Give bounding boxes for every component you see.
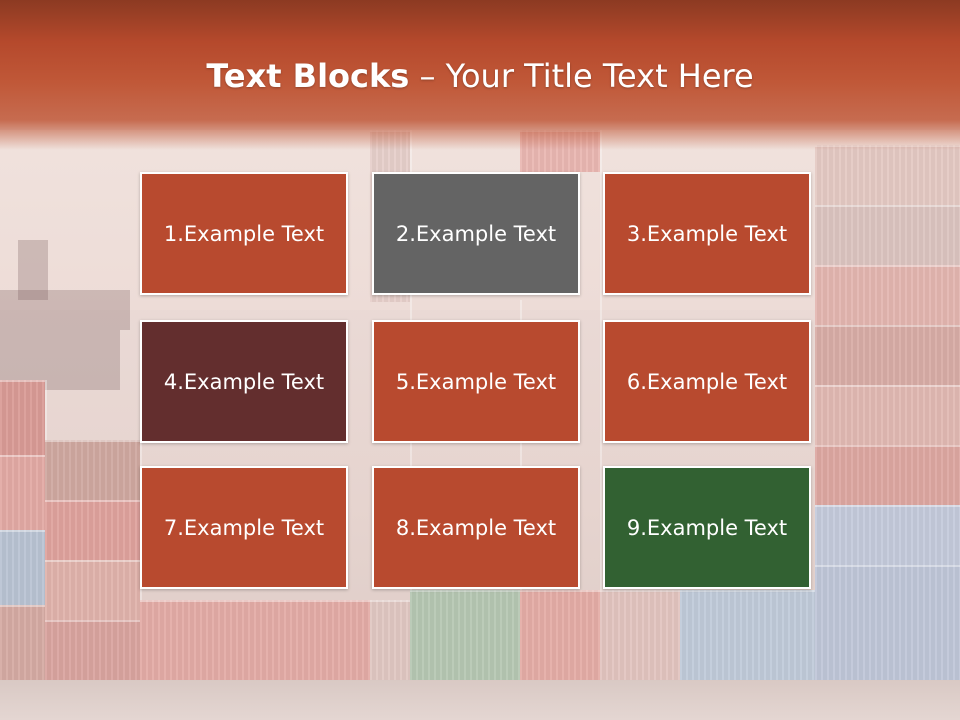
text-block-label: 7.Example Text xyxy=(163,515,325,540)
container xyxy=(600,590,680,682)
text-block-1[interactable]: 1.Example Text xyxy=(140,172,348,295)
container-stack xyxy=(140,600,372,682)
text-block-label: 8.Example Text xyxy=(395,515,557,540)
background-ground xyxy=(0,680,960,720)
container xyxy=(45,440,140,502)
container xyxy=(815,385,960,447)
container xyxy=(815,565,960,682)
container xyxy=(45,500,140,562)
container-stack xyxy=(680,590,817,682)
text-block-label: 1.Example Text xyxy=(163,221,325,246)
slide-title[interactable]: Text Blocks – Your Title Text Here xyxy=(0,52,960,100)
container-stack xyxy=(600,590,682,682)
container-stack xyxy=(815,145,960,682)
text-block-label: 5.Example Text xyxy=(395,369,557,394)
header-band xyxy=(0,0,960,150)
title-rest: Your Title Text Here xyxy=(445,57,754,95)
text-block-5[interactable]: 5.Example Text xyxy=(372,320,580,443)
container xyxy=(370,600,410,682)
crane-shape xyxy=(18,240,48,300)
text-block-2[interactable]: 2.Example Text xyxy=(372,172,580,295)
container xyxy=(0,605,45,682)
text-block-label: 6.Example Text xyxy=(626,369,788,394)
container xyxy=(140,600,370,682)
title-separator: – xyxy=(409,57,446,95)
container xyxy=(815,325,960,387)
crane-shape xyxy=(0,290,130,330)
text-block-9[interactable]: 9.Example Text xyxy=(603,466,811,589)
container xyxy=(0,380,45,457)
container-stack xyxy=(45,440,142,682)
text-block-label: 2.Example Text xyxy=(395,221,557,246)
container xyxy=(815,445,960,507)
text-block-7[interactable]: 7.Example Text xyxy=(140,466,348,589)
text-block-6[interactable]: 6.Example Text xyxy=(603,320,811,443)
container xyxy=(0,455,45,532)
container xyxy=(680,590,815,682)
container xyxy=(520,590,600,682)
container xyxy=(45,560,140,622)
text-block-8[interactable]: 8.Example Text xyxy=(372,466,580,589)
text-block-3[interactable]: 3.Example Text xyxy=(603,172,811,295)
container xyxy=(815,145,960,207)
text-block-label: 9.Example Text xyxy=(626,515,788,540)
title-bold: Text Blocks xyxy=(206,57,410,95)
container xyxy=(815,505,960,567)
container xyxy=(410,590,520,682)
text-block-4[interactable]: 4.Example Text xyxy=(140,320,348,443)
text-block-label: 4.Example Text xyxy=(163,369,325,394)
container xyxy=(815,205,960,267)
text-block-label: 3.Example Text xyxy=(626,221,788,246)
container xyxy=(815,265,960,327)
container xyxy=(45,620,140,682)
container xyxy=(0,530,45,607)
container-stack xyxy=(0,380,47,682)
container-stack xyxy=(410,300,522,682)
